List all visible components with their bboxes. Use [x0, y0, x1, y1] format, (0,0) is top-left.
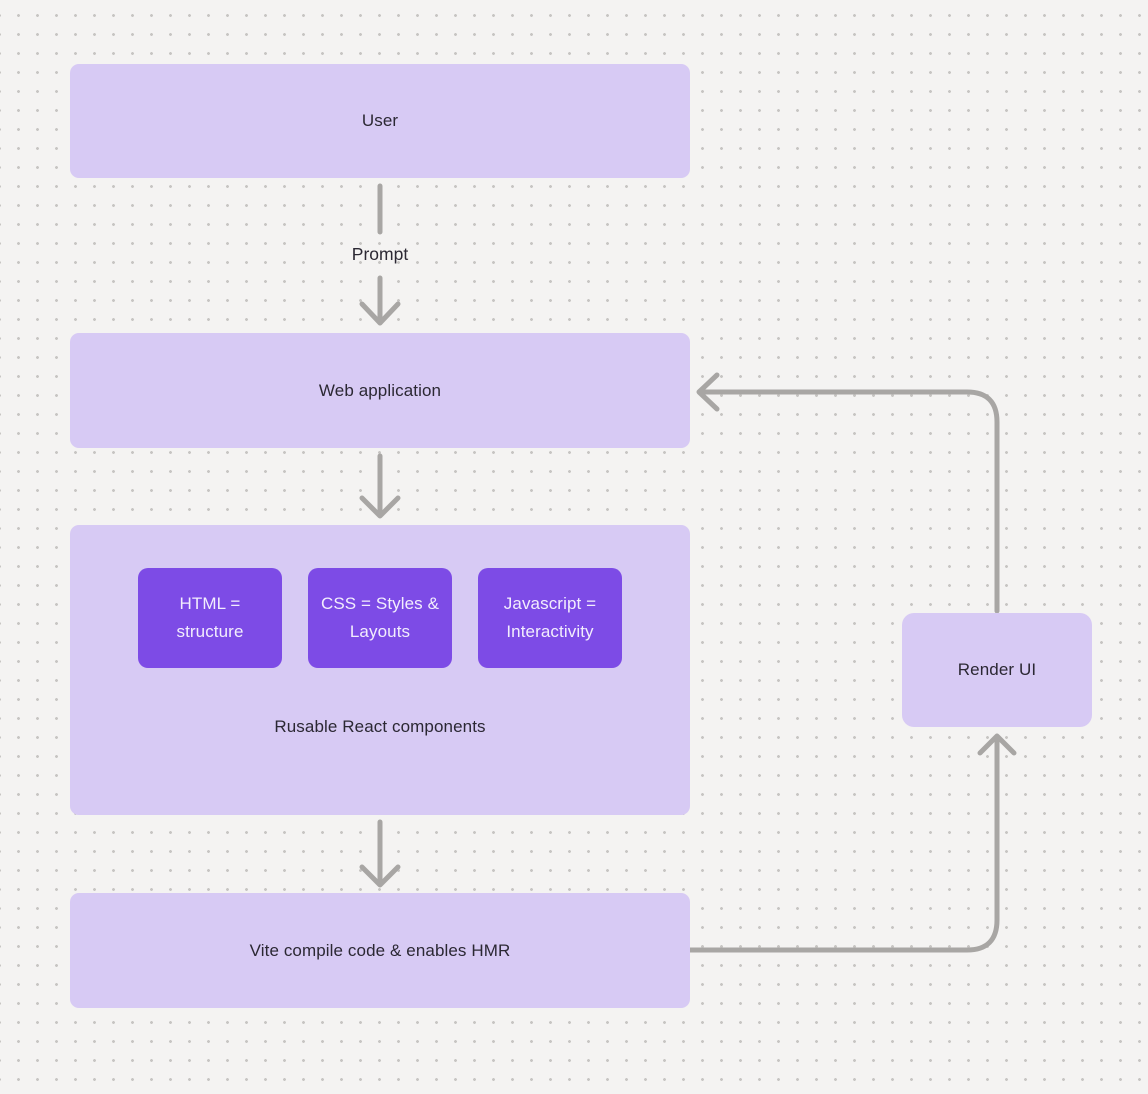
arrowhead-up-vite-to-render-ui: [977, 733, 1017, 756]
edge-vite-to-render-ui: [687, 734, 1000, 953]
node-render-ui[interactable]: Render UI: [902, 613, 1092, 727]
node-render-ui-label: Render UI: [957, 660, 1037, 679]
chip-javascript[interactable]: Javascript = Interactivity: [478, 568, 622, 668]
edge-label-prompt: Prompt: [351, 244, 409, 264]
node-components-label: Rusable React components: [274, 717, 486, 736]
arrowhead-down-components-to-vite: [359, 864, 401, 888]
node-web-application[interactable]: Web application: [70, 333, 690, 448]
node-vite-label: Vite compile code & enables HMR: [249, 940, 511, 960]
chip-css-label: CSS = Styles & Layouts: [320, 594, 440, 641]
node-vite[interactable]: Vite compile code & enables HMR: [70, 893, 690, 1008]
edge-render-ui-to-web: [697, 389, 1000, 614]
arrowhead-down-user-to-web: [359, 301, 401, 326]
node-user[interactable]: User: [70, 64, 690, 178]
arrowhead-left-render-ui-to-web: [696, 372, 720, 412]
chip-html-label: HTML = structure: [176, 594, 244, 641]
components-chip-row: HTML = structure CSS = Styles & Layouts …: [70, 568, 690, 668]
chip-html[interactable]: HTML = structure: [138, 568, 282, 668]
node-components-group[interactable]: HTML = structure CSS = Styles & Layouts …: [70, 525, 690, 815]
node-web-application-label: Web application: [318, 380, 442, 400]
arrowhead-down-web-to-components: [359, 495, 401, 519]
chip-css[interactable]: CSS = Styles & Layouts: [308, 568, 452, 668]
chip-javascript-label: Javascript = Interactivity: [503, 594, 597, 641]
node-user-label: User: [361, 111, 399, 130]
